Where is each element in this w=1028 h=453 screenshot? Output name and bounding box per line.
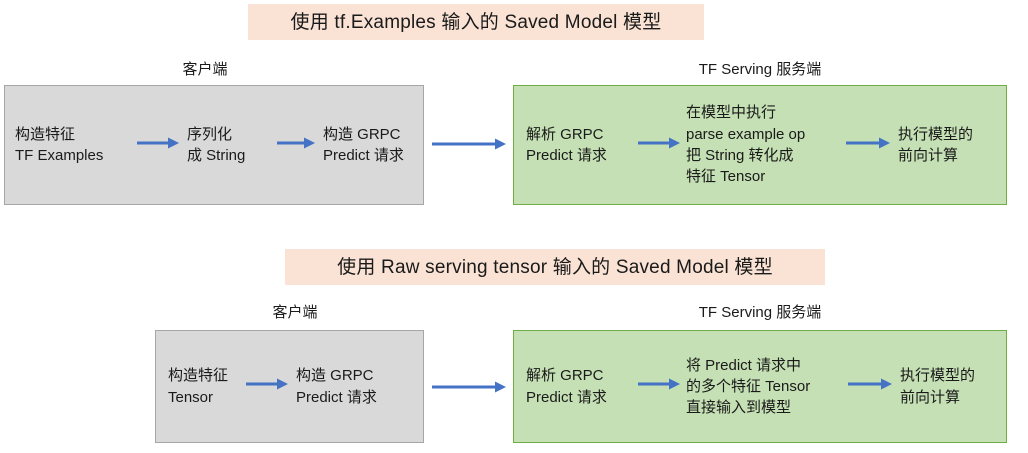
diagram-2-serving-step-3: 执行模型的 前向计算 <box>900 367 976 406</box>
arrow-icon <box>638 377 682 396</box>
diagram-1-serving-step-2: 在模型中执行 parse example op 把 String 转化成 特征 … <box>686 104 806 186</box>
diagram-1-connector-arrow-icon <box>432 137 508 156</box>
diagram-1-serving-box: 解析 GRPC Predict 请求 在模型中执行 parse example … <box>513 85 1007 205</box>
diagram-1-client-step-2: 序列化 成 String <box>187 125 246 164</box>
diagram-2-client-box: 构造特征 Tensor 构造 GRPC Predict 请求 <box>155 330 424 443</box>
diagram-1-client-box: 构造特征 TF Examples 序列化 成 String 构造 GRPC Pr… <box>4 85 424 205</box>
diagram-2-serving-box: 解析 GRPC Predict 请求 将 Predict 请求中 的多个特征 T… <box>513 330 1007 443</box>
diagram-1-title: 使用 tf.Examples 输入的 Saved Model 模型 <box>248 4 704 40</box>
arrow-icon <box>638 136 682 155</box>
arrow-icon <box>135 136 181 155</box>
diagram-2-client-label: 客户端 <box>272 304 318 321</box>
diagram-2-serving-step-2: 将 Predict 请求中 的多个特征 Tensor 直接输入到模型 <box>686 356 811 417</box>
arrow-icon <box>846 136 892 155</box>
diagram-1-serving-step-3: 执行模型的 前向计算 <box>898 125 974 164</box>
diagram-1-client-step-1: 构造特征 TF Examples <box>15 125 104 164</box>
diagram-2-serving-step-1: 解析 GRPC Predict 请求 <box>526 367 607 406</box>
diagram-1-client-label: 客户端 <box>182 61 228 78</box>
diagram-2-title: 使用 Raw serving tensor 输入的 Saved Model 模型 <box>285 249 825 285</box>
diagram-2-connector-arrow-icon <box>432 380 508 399</box>
diagram-2-client-step-2: 构造 GRPC Predict 请求 <box>296 367 377 406</box>
diagram-2-client-step-1: 构造特征 Tensor <box>168 367 229 406</box>
diagram-1-serving-step-1: 解析 GRPC Predict 请求 <box>526 125 607 164</box>
diagram-1-serving-label: TF Serving 服务端 <box>698 61 822 78</box>
arrow-icon <box>848 377 894 396</box>
arrow-icon <box>246 377 290 396</box>
diagram-2-serving-label: TF Serving 服务端 <box>698 304 822 321</box>
arrow-icon <box>277 136 317 155</box>
diagram-1-client-step-3: 构造 GRPC Predict 请求 <box>323 125 404 164</box>
